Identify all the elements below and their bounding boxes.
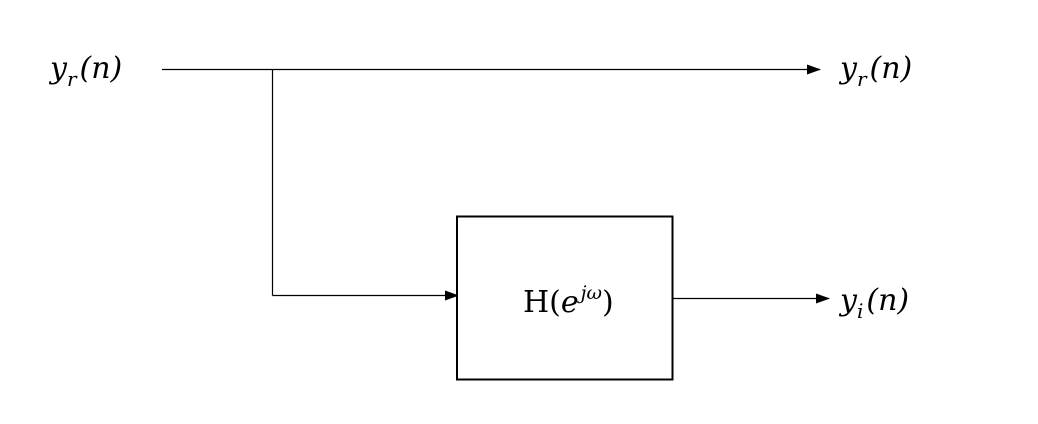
- input-signal-base: y: [48, 51, 68, 86]
- output-real-argument: (n): [870, 51, 913, 86]
- output-real-label: yr(n): [838, 51, 912, 91]
- filter-function-name: H: [523, 285, 549, 320]
- filter-block: [456, 215, 674, 381]
- output-real-base: y: [838, 51, 858, 86]
- filter-base: e: [561, 285, 579, 320]
- filter-close-paren: ): [602, 285, 614, 320]
- output-imag-label: yi(n): [838, 283, 909, 323]
- input-signal-label: yr(n): [48, 51, 122, 91]
- input-signal-subscript: r: [67, 67, 78, 91]
- output-imag-argument: (n): [866, 283, 909, 318]
- output-imag-base: y: [838, 283, 858, 318]
- output-imag-subscript: i: [857, 299, 863, 323]
- output-real-subscript: r: [857, 67, 868, 91]
- input-signal-argument: (n): [80, 51, 123, 86]
- filter-exponent: jω: [577, 282, 602, 304]
- filter-open-paren: (: [549, 285, 561, 320]
